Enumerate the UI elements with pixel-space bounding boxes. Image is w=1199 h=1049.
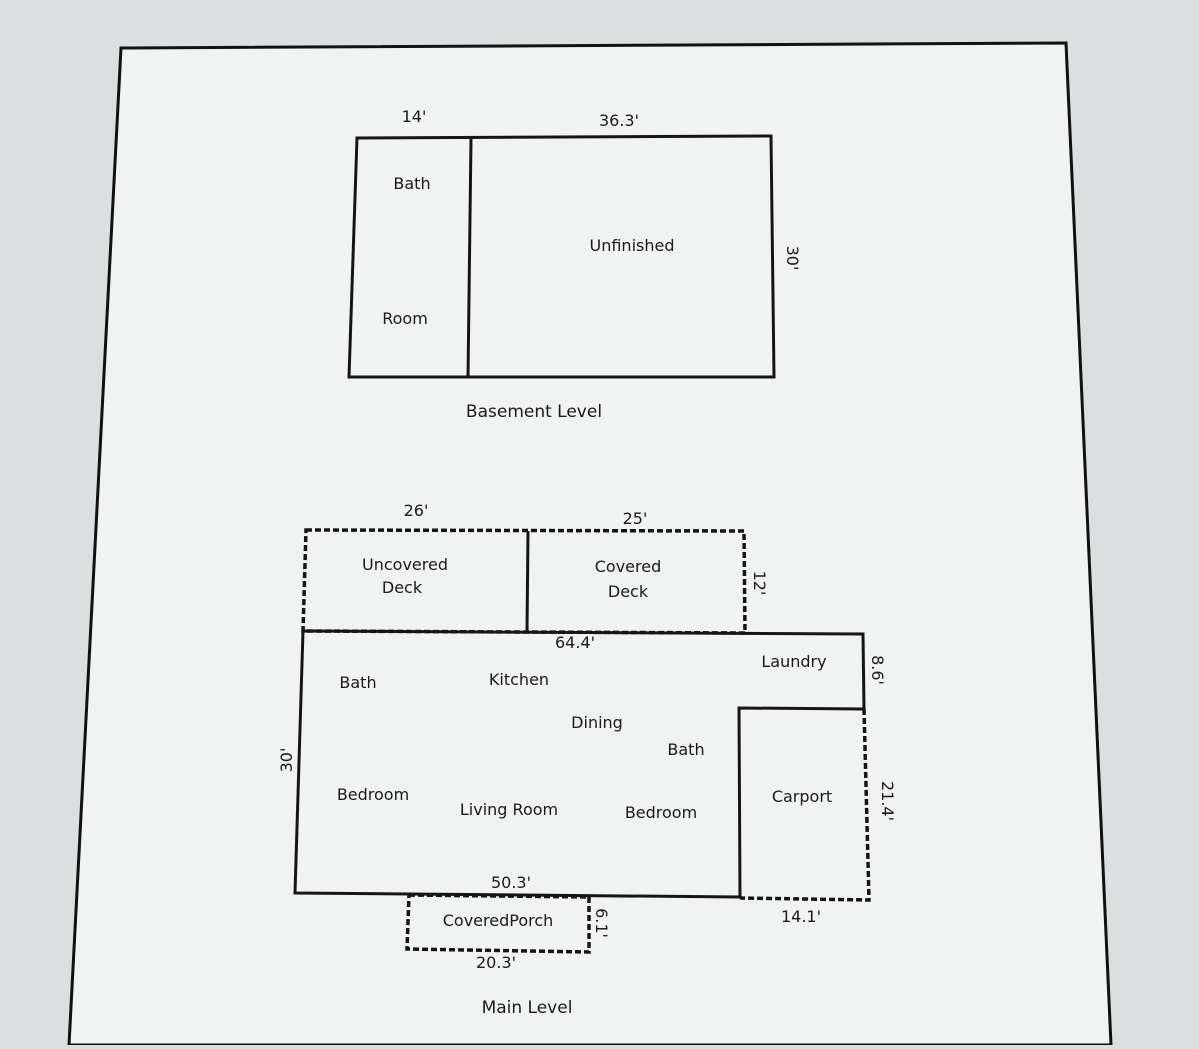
covered-porch-label: CoveredPorch xyxy=(443,911,554,930)
laundry-depth: 8.6' xyxy=(868,655,887,685)
house-depth: 30' xyxy=(277,748,296,773)
house-outline xyxy=(293,629,866,899)
basement-outline xyxy=(347,134,776,379)
carport-width: 14.1' xyxy=(781,907,821,926)
uncovered-deck-label-1: Uncovered xyxy=(362,555,448,574)
basement-bath-width: 14' xyxy=(402,107,427,126)
covered-deck-width: 25' xyxy=(623,509,648,528)
house-top-width: 64.4' xyxy=(555,633,595,652)
porch-depth: 6.1' xyxy=(592,908,611,938)
covered-deck-label-2: Deck xyxy=(608,582,649,601)
carport-label: Carport xyxy=(772,787,832,806)
basement-depth: 30' xyxy=(783,246,802,271)
bedroom-right-label: Bedroom xyxy=(625,803,697,822)
bath-right-label: Bath xyxy=(667,740,704,759)
house-bottom-width: 50.3' xyxy=(491,873,531,892)
basement-caption: Basement Level xyxy=(466,402,602,422)
carport-outline xyxy=(739,708,871,902)
porch-width: 20.3' xyxy=(476,953,516,972)
laundry-label: Laundry xyxy=(761,652,826,671)
uncovered-deck-width: 26' xyxy=(404,501,429,520)
carport-inner-wall xyxy=(737,706,865,898)
living-room-label: Living Room xyxy=(460,800,558,819)
kitchen-label: Kitchen xyxy=(489,670,549,689)
main-level-caption: Main Level xyxy=(482,998,573,1018)
main-level: 26' 25' 12' 64.4' 8.6' 30' 21.4' 50.3' 1… xyxy=(277,501,897,1018)
basement-level: 14' 36.3' 30' Bath Room Unfinished Basem… xyxy=(347,107,802,422)
bedroom-left-label: Bedroom xyxy=(337,785,409,804)
basement-partition xyxy=(466,137,473,378)
basement-bath-label: Bath xyxy=(393,174,430,193)
deck-depth: 12' xyxy=(750,571,769,596)
basement-room-label: Room xyxy=(382,309,428,328)
covered-porch-outline xyxy=(405,893,591,954)
carport-depth: 21.4' xyxy=(878,781,897,821)
basement-unfinished-label: Unfinished xyxy=(590,236,675,255)
bath-left-label: Bath xyxy=(339,673,376,692)
deck-divider xyxy=(525,530,530,633)
uncovered-deck-label-2: Deck xyxy=(382,578,423,597)
covered-deck-label-1: Covered xyxy=(595,557,662,576)
dining-label: Dining xyxy=(571,713,623,732)
basement-unfinished-width: 36.3' xyxy=(599,111,639,130)
